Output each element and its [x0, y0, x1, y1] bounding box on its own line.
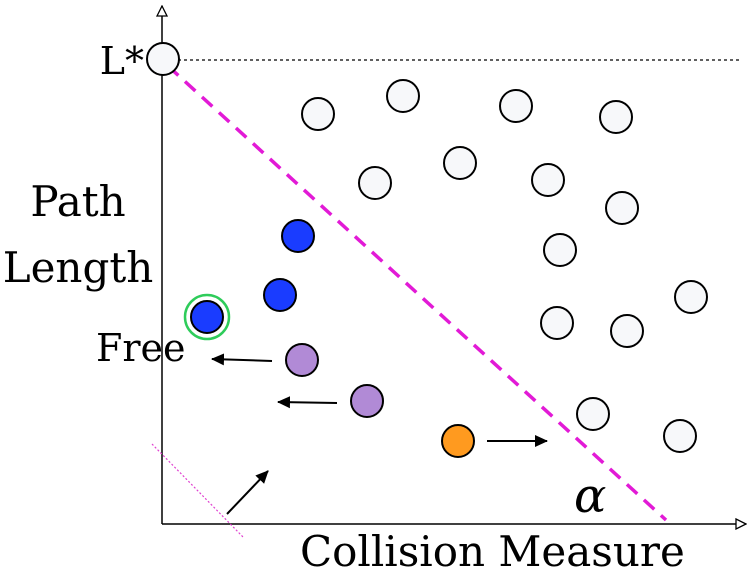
hollow-nodes	[146, 42, 708, 453]
purple-node	[285, 343, 319, 377]
hollow-node	[499, 89, 533, 123]
hollow-node	[674, 280, 708, 314]
hollow-node	[386, 79, 420, 113]
alpha-threshold-line	[151, 443, 245, 539]
blue-node	[281, 219, 315, 253]
hollow-node	[146, 42, 180, 76]
hollow-node	[540, 306, 574, 340]
purple-node	[350, 384, 384, 418]
hollow-node	[576, 397, 610, 431]
hollow-node	[605, 191, 639, 225]
hollow-node	[610, 314, 644, 348]
boundary-dashed-line	[166, 64, 668, 522]
arrow-diagonal-up	[226, 470, 269, 515]
hollow-node	[663, 419, 697, 453]
arrow-left-from-purple-1	[211, 353, 273, 366]
blue-nodes	[190, 219, 315, 334]
hollow-node	[543, 233, 577, 267]
blue-node	[263, 278, 297, 312]
l-star-label: L*	[100, 39, 144, 83]
y-axis-label-line1: Path	[30, 177, 125, 226]
alpha-label: α	[574, 468, 606, 524]
movement-arrows	[211, 353, 548, 515]
orange-node	[441, 424, 475, 458]
hollow-node	[531, 163, 565, 197]
free-blue-node	[190, 300, 224, 334]
y-axis-label-line2: Length	[3, 243, 154, 292]
free-label: Free	[96, 326, 186, 370]
hollow-node	[301, 97, 335, 131]
hollow-node	[599, 100, 633, 134]
arrow-left-from-purple-2	[277, 396, 338, 409]
x-axis-label: Collision Measure	[300, 527, 685, 570]
free-node-ring	[183, 293, 231, 341]
hollow-node	[358, 166, 392, 200]
purple-nodes	[285, 343, 384, 418]
hollow-node	[443, 146, 477, 180]
